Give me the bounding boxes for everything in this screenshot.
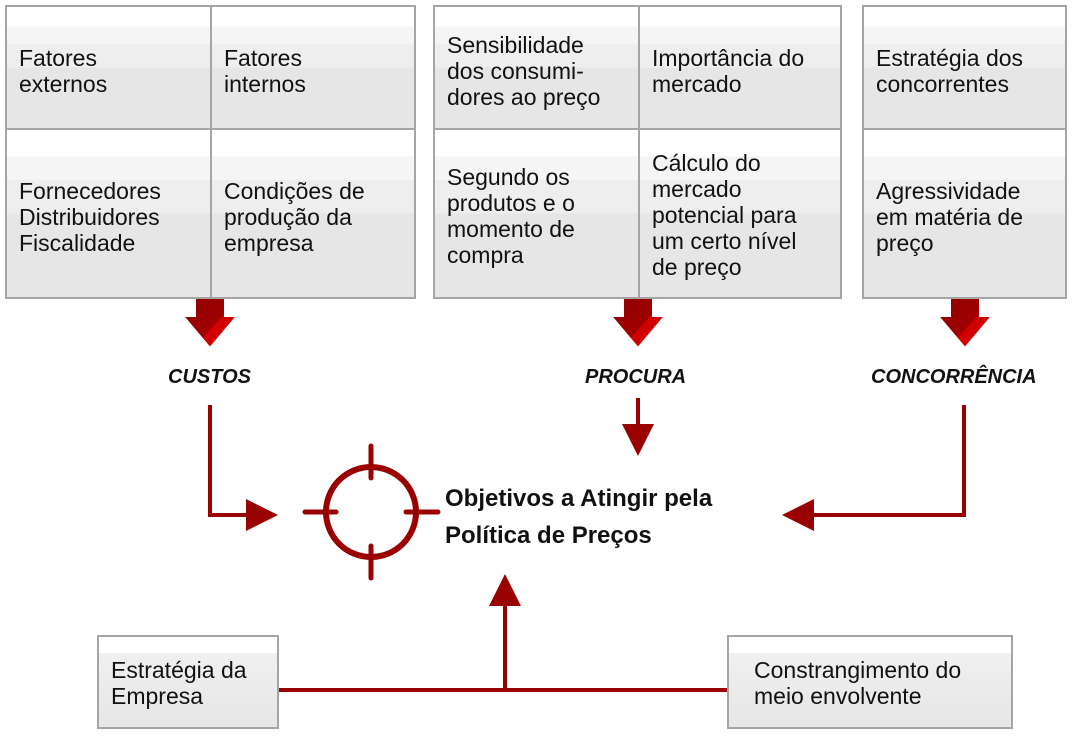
concorrencia-connector (782, 405, 966, 531)
label-custos: CUSTOS (168, 366, 251, 388)
cell-sensibilidade: Sensibilidade dos consumi- dores ao preç… (433, 5, 640, 130)
cell-text: Estratégia dos concorrentes (876, 45, 1024, 97)
target-icon (302, 443, 441, 581)
cell-text: Condições de produção da empresa (224, 178, 365, 256)
box-constrangimento: Constrangimento do meio envolvente (727, 635, 1013, 729)
cell-text: Fatores internos (224, 45, 306, 97)
cell-agressividade: Agressividade em matéria de preço (862, 128, 1067, 299)
cell-fatores-externos: Fatores externos (5, 5, 212, 130)
cell-text: Sensibilidade dos consumi- dores ao preç… (447, 32, 601, 110)
box-estrategia-empresa: Estratégia da Empresa (97, 635, 279, 729)
cell-text: Fornecedores Distribuidores Fiscalidade (19, 178, 161, 256)
cell-fatores-internos: Fatores internos (210, 5, 416, 130)
cell-text: Importância do mercado (652, 45, 805, 97)
cell-text: Segundo os produtos e o momento de compr… (447, 164, 575, 268)
cell-condicoes: Condições de produção da empresa (210, 128, 416, 299)
label-concorrencia: CONCORRÊNCIA (871, 366, 1037, 388)
cell-estrategia-concorrentes: Estratégia dos concorrentes (862, 5, 1067, 130)
label-procura: PROCURA (585, 366, 687, 388)
cell-text: Fatores externos (19, 45, 108, 97)
cell-text: Agressividade em matéria de preço (876, 178, 1024, 256)
center-title: Objetivos a Atingir pela Política de Pre… (445, 485, 713, 549)
cell-importancia: Importância do mercado (638, 5, 842, 130)
cell-segundo-produtos: Segundo os produtos e o momento de compr… (433, 128, 640, 299)
cell-text: Cálculo do mercado potencial para um cer… (652, 150, 797, 280)
custos-connector (208, 405, 278, 531)
cell-fornecedores: Fornecedores Distribuidores Fiscalidade (5, 128, 212, 299)
cell-calculo-mercado: Cálculo do mercado potencial para um cer… (638, 128, 842, 299)
